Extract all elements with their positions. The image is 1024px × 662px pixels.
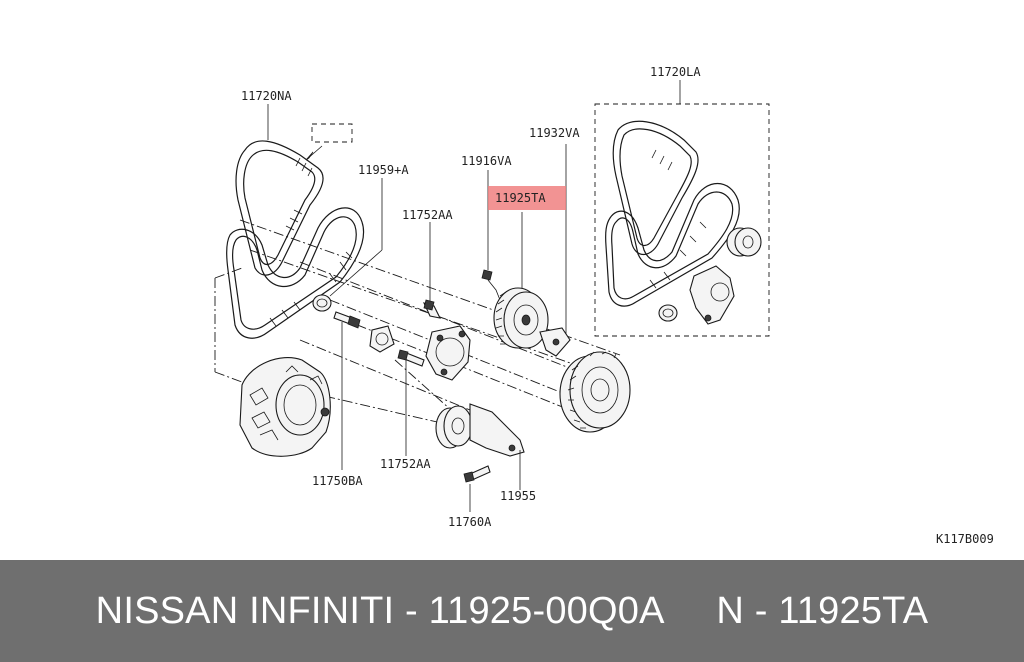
label-11955: 11955 [500, 489, 536, 503]
label-11750ba: 11750BA [312, 474, 363, 488]
footer-part-numbers: NISSAN INFINITI - 11925-00Q0A N - 11925T… [95, 590, 929, 632]
drive-belt [226, 123, 365, 339]
exploded-view-drawing: 11720NA 11720LA 11959+A 11916VA 11925TA … [214, 65, 994, 546]
belt-kit-11720la [594, 80, 770, 337]
bolt-11752aa-upper [422, 222, 441, 319]
bolt-11959 [312, 178, 383, 312]
diagram-code: K117B009 [936, 532, 994, 546]
label-11916va: 11916VA [461, 154, 512, 168]
idler-pulley-small [369, 325, 395, 353]
alternator [239, 357, 331, 457]
label-11932va: 11932VA [529, 126, 580, 140]
crankshaft-pulley [559, 351, 631, 433]
footer-bar: NISSAN INFINITI - 11925-00Q0A N - 11925T… [0, 560, 1024, 662]
highlight-box [488, 186, 566, 210]
label-11720la: 11720LA [650, 65, 701, 79]
label-11760a: 11760A [448, 515, 492, 529]
pump-body [425, 325, 471, 381]
part-labels: 11720NA 11720LA 11959+A 11916VA 11925TA … [241, 65, 994, 546]
label-11752aa-lower: 11752AA [380, 457, 431, 471]
parts-diagram: 11720NA 11720LA 11959+A 11916VA 11925TA … [214, 65, 994, 546]
bracket-11932va [539, 144, 571, 357]
label-11925ta: 11925TA [495, 191, 546, 205]
bolt-11752aa-lower [397, 349, 425, 456]
bolt-11760a [463, 465, 491, 512]
stud-11750ba [333, 311, 361, 470]
label-11720na: 11720NA [241, 89, 292, 103]
label-11752aa-upper: 11752AA [402, 208, 453, 222]
tensioner-11955 [435, 403, 525, 490]
pulley-11925ta [493, 212, 549, 349]
bolt-11916va [481, 170, 501, 301]
label-11959a: 11959+A [358, 163, 409, 177]
